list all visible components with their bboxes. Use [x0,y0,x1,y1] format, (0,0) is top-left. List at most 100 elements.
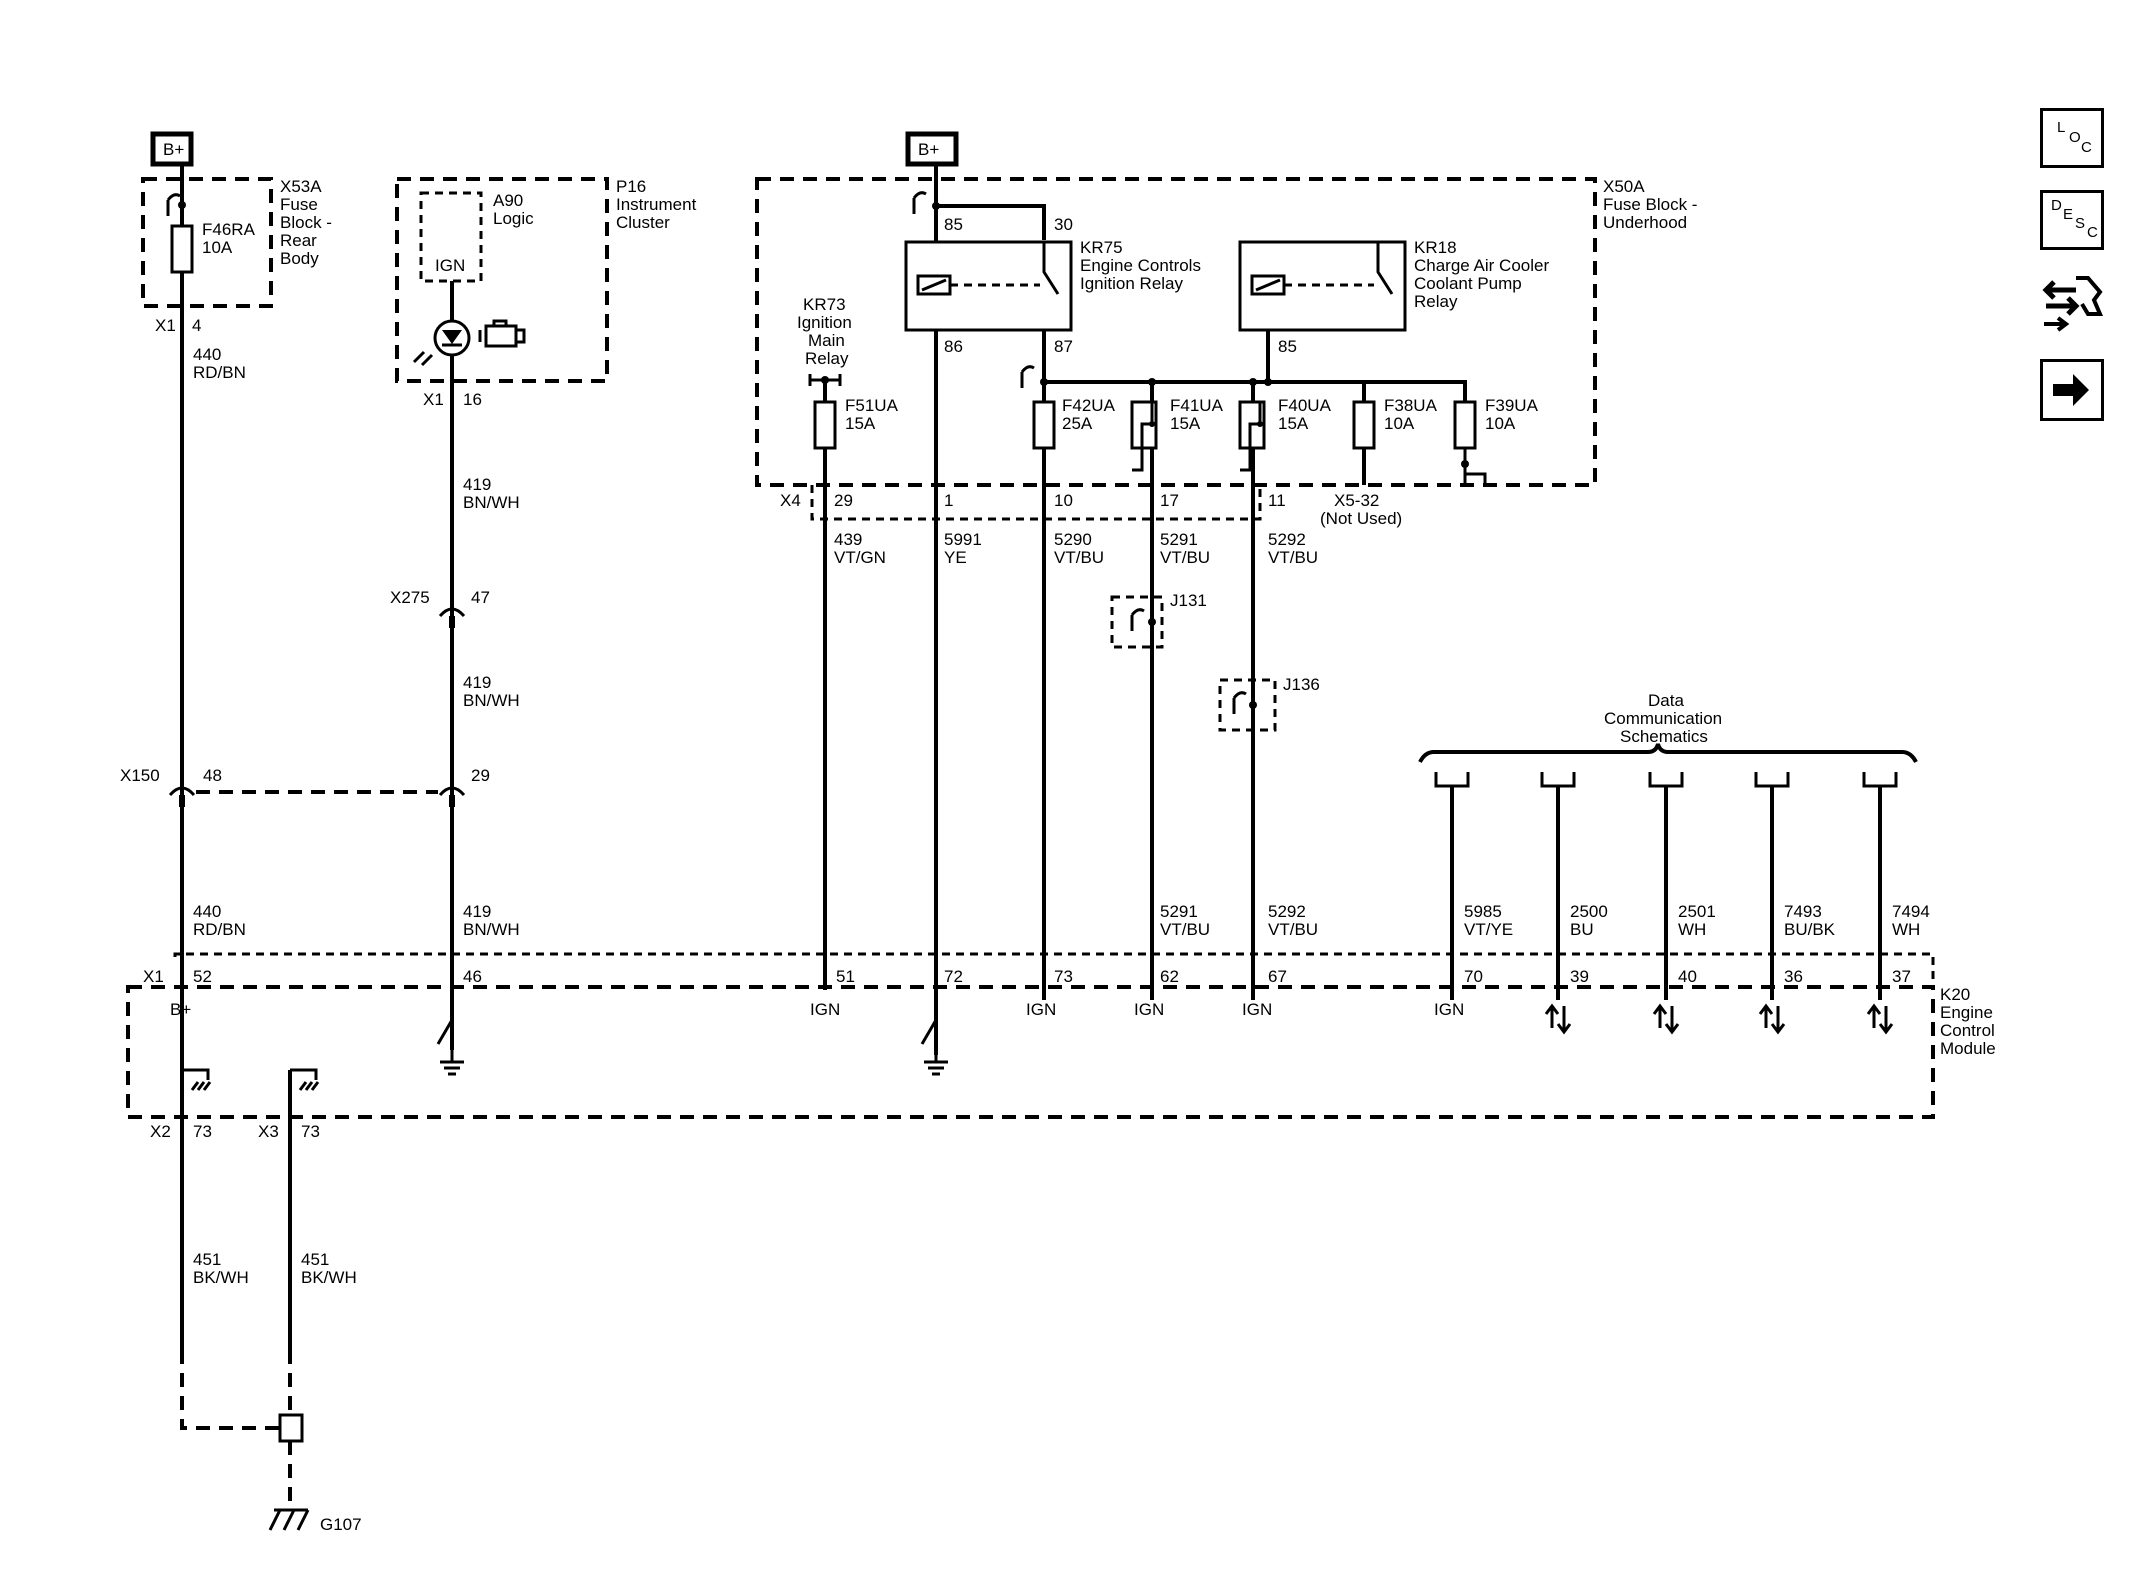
kr75-switch [1042,242,1060,295]
k20-pin-36: 36 [1784,967,1803,986]
wire-5292b-color: VT/BU [1268,920,1318,939]
wire-439-color: VT/GN [834,548,886,567]
x150-pin-a: 48 [203,766,222,785]
fuse-f51ua [813,400,837,450]
wire-451b-color: BK/WH [301,1268,357,1287]
k20-pin-51: 51 [836,967,855,986]
kr18-pin85: 85 [1278,337,1297,356]
connector-swap-icon[interactable] [2040,272,2106,332]
loc-c: C [2081,139,2092,156]
desc-d: D [2051,197,2062,214]
p16-box [395,177,609,383]
wire-451-color: BK/WH [193,1268,249,1287]
fuse-f51ua-amp: 15A [845,414,876,433]
kr18-desc1: Charge Air Cooler [1414,256,1549,275]
fuse-f38ua [1352,400,1376,450]
kr75-pin85: 85 [944,215,963,234]
x2-pin: 73 [193,1122,212,1141]
svg-text:Ignition: Ignition [797,313,852,332]
svg-text:Module: Module [1940,1039,1996,1058]
a90-logic: Logic [493,209,534,228]
wire-7493-num: 7493 [1784,902,1822,921]
kr18-desc2: Coolant Pump [1414,274,1522,293]
bidir-arrow-icon [1866,1003,1894,1035]
k20-pin-52: 52 [193,967,212,986]
svg-text:Cluster: Cluster [616,213,670,232]
splice-stub [166,193,181,216]
wire-7493-color: BU/BK [1784,920,1836,939]
b-plus-left: B+ [150,131,194,167]
svg-text:Main: Main [808,331,845,350]
loc-o: O [2069,129,2081,146]
fuse-f39ua [1453,400,1477,450]
x53a-conn: X1 [155,316,176,335]
svg-text:Fuse Block -: Fuse Block - [1603,195,1697,214]
desc-s: S [2075,215,2086,232]
svg-text:Control: Control [1940,1021,1995,1040]
k20-pin-72: 72 [944,967,963,986]
x150-connector-b [438,786,466,797]
fuse-f38ua-amp: 10A [1384,414,1415,433]
wire-440b-color: RD/BN [193,920,246,939]
wire-5292b-num: 5292 [1268,902,1306,921]
wire-2501-num: 2501 [1678,902,1716,921]
svg-text:Underhood: Underhood [1603,213,1687,232]
svg-text:Body: Body [280,249,319,268]
k20-pin-39: 39 [1570,967,1589,986]
x53a-label: X53A Fuse Block - Rear Body [280,177,332,268]
k20-switch-46 [436,1019,454,1062]
wire-419-num: 419 [463,475,491,494]
j131-label: J131 [1170,591,1207,610]
wire-7494-num: 7494 [1892,902,1930,921]
wire-5291b-color: VT/BU [1160,920,1210,939]
x4-pin10: 10 [1054,491,1073,510]
svg-text:Rear: Rear [280,231,317,250]
svg-text:Communication: Communication [1604,709,1722,728]
desc-button[interactable]: D E S C [2040,190,2104,250]
kr75-label: KR75 [1080,238,1123,257]
fuse-f39ua-label: F39UA [1485,396,1539,415]
k20-switch-72 [920,1019,938,1062]
x53a-pin: 4 [192,316,201,335]
svg-text:KR73: KR73 [803,295,846,314]
k20-conn-label: X1 [143,967,164,986]
wire-5290-num: 5290 [1054,530,1092,549]
fuse-f41ua-label: F41UA [1170,396,1224,415]
x5-label: X5-32 [1334,491,1379,510]
wire-5991-num: 5991 [944,530,982,549]
p16-label: P16 Instrument Cluster [616,177,697,232]
b-plus-right: B+ [905,131,959,167]
fuse-f42ua-amp: 25A [1062,414,1093,433]
j136-label: J136 [1283,675,1320,694]
kr75-pin87: 87 [1054,337,1073,356]
x4-label: X4 [780,491,801,510]
kr73-label: KR73 Ignition Main Relay [797,295,852,368]
fuse-f42ua-label: F42UA [1062,396,1116,415]
k20-pin-70: 70 [1464,967,1483,986]
kr18-switch [1376,242,1394,295]
ground-icon [924,1060,948,1076]
k20-ign-62: IGN [1134,1000,1164,1019]
x5-note: (Not Used) [1320,509,1402,528]
x150-connector-a [168,786,196,797]
fuse-f39ua-amp: 10A [1485,414,1516,433]
wire-419b-num: 419 [463,673,491,692]
chassis-ground-icon [290,1068,320,1091]
wire-5985-color: VT/YE [1464,920,1513,939]
fuse-f46ra [170,224,194,274]
wire-5991-color: YE [944,548,967,567]
next-button[interactable] [2040,359,2104,421]
k20-module-box [126,985,1935,1119]
wire-419b-color: BN/WH [463,691,520,710]
j136-splice [1218,678,1277,732]
p16-conn: X1 [423,390,444,409]
svg-text:P16: P16 [616,177,646,196]
fuse-f40ua-amp: 15A [1278,414,1309,433]
wire-5985-num: 5985 [1464,902,1502,921]
loc-button[interactable]: L O C [2040,108,2104,168]
wire-451b-num: 451 [301,1250,329,1269]
x4-pin1: 1 [944,491,953,510]
svg-text:X53A: X53A [280,177,322,196]
loc-l: L [2057,119,2066,136]
